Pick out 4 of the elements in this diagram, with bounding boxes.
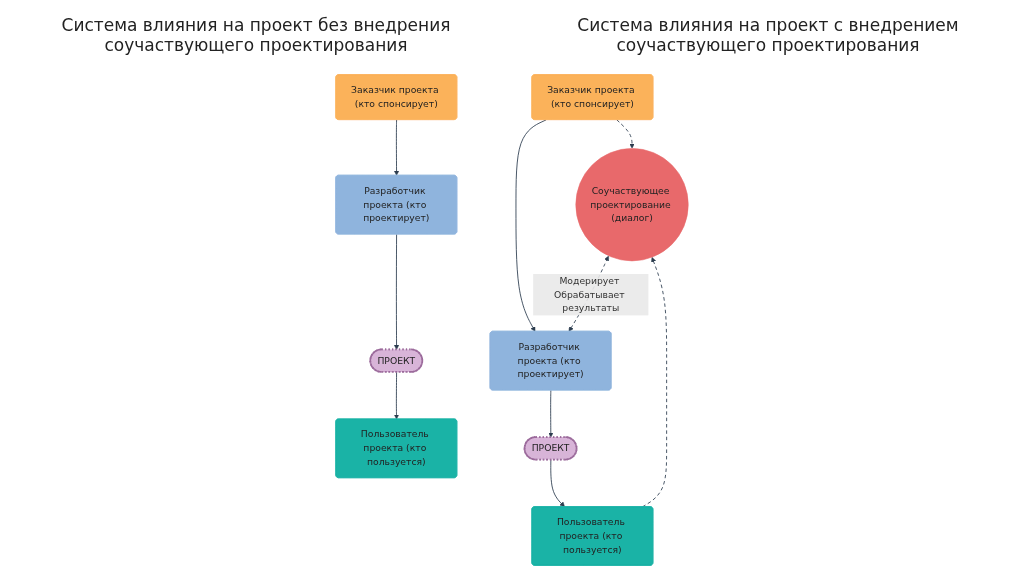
heading: Система влияния на проект с внедрением соучаствующего проектирования [576, 15, 960, 55]
heading: Система влияния на проект без внедрения соучаствующего проектирования [60, 15, 452, 55]
edge-label: Модерирует Обрабатывает результаты [554, 275, 625, 314]
node-circle: Соучаствующее проектирование (диалог) [575, 148, 689, 262]
